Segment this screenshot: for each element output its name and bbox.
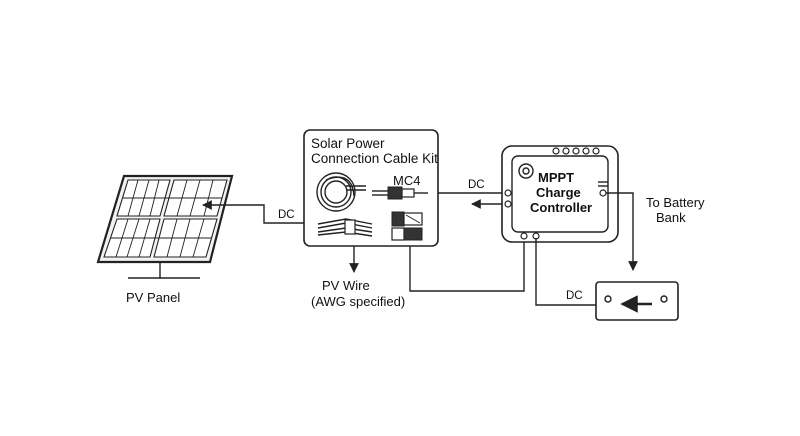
wire-controller-to-battery: [606, 192, 638, 271]
battery-icon: [595, 281, 679, 321]
kit-title-line1: Solar Power: [311, 136, 385, 151]
battery-bank-label-line1: To Battery: [646, 195, 705, 210]
kit-title-line2: Connection Cable Kit: [311, 151, 438, 166]
dc-label-kit-controller: DC: [468, 179, 485, 191]
pv-wire-icon: [317, 218, 373, 237]
dc-line-controller-battery: [535, 238, 596, 306]
controller-label-line1: MPPT: [538, 170, 574, 185]
solar-panel-icon: [96, 174, 234, 279]
charge-controller: [501, 145, 619, 243]
wire-kit-to-controller-bottom: [409, 238, 525, 292]
controller-label-line2: Charge: [536, 185, 581, 200]
pv-wire-label-line1: PV Wire: [322, 278, 370, 293]
dc-label-panel: DC: [278, 209, 295, 221]
dc-line-panel: [202, 200, 304, 224]
dc-label-battery: DC: [566, 290, 583, 302]
pv-panel-label: PV Panel: [126, 290, 180, 305]
mc4-connector-icon: [372, 186, 428, 241]
mc4-label: MC4: [393, 173, 420, 188]
controller-label-line3: Controller: [530, 200, 592, 215]
battery-bank-label-line2: Bank: [656, 210, 686, 225]
cable-coil-icon: [316, 172, 366, 212]
pv-wire-label-line2: (AWG specified): [311, 294, 405, 309]
